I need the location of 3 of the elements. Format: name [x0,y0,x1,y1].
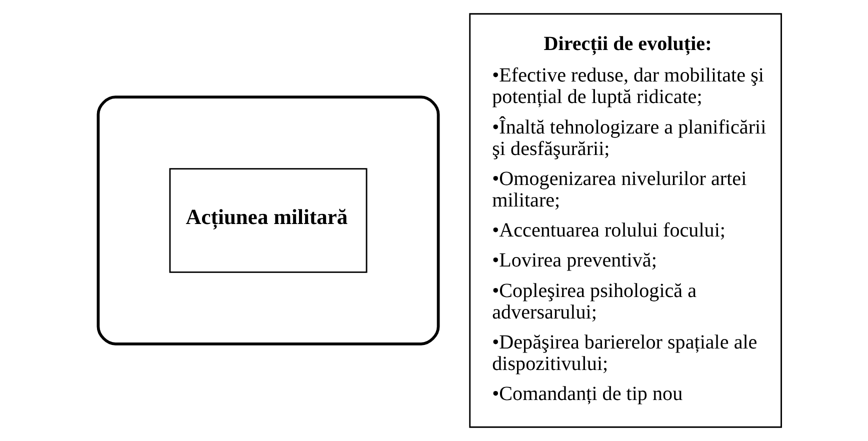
cluster [96,96,440,346]
node-box: Acțiunea militară [169,168,368,273]
node-box: Direcții de evoluție: •Efective reduse, dar mobilitate şi potențial de luptă ridicate; •Înaltă tehnologizare a planificării şi desfăşurării; •Omogenizarea nivelurilor artei militare; •Accentuarea rolului focului; •Lovirea preventivă; •Copleşirea psihologică a adversarului; •Depăşirea barierelor spațiale ale dispozitivului; •Comandanți de tip nou [469,13,782,428]
